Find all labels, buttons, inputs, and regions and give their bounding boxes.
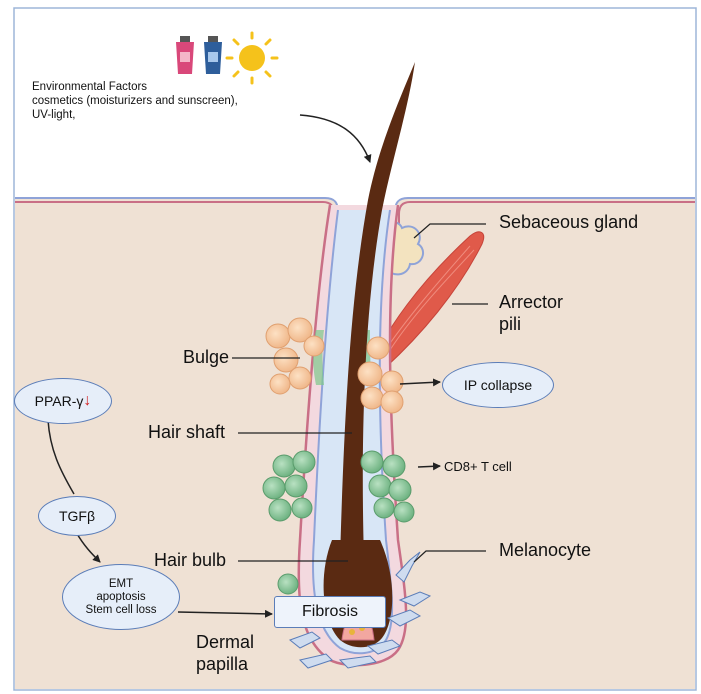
papilla-cell (349, 629, 355, 635)
tgf-beta-oval: TGFβ (38, 496, 116, 536)
bulge-label: Bulge (183, 347, 229, 369)
ip-collapse-label: IP collapse (464, 377, 532, 393)
ip-collapse-oval: IP collapse (442, 362, 554, 408)
sebaceous-gland-label: Sebaceous gland (499, 212, 638, 234)
emt-line1: EMT (109, 578, 133, 590)
ppar-gamma-oval: PPAR-γ↓ (14, 378, 112, 424)
emt-oval: EMT apoptosis Stem cell loss (62, 564, 180, 630)
decrease-arrow-icon: ↓ (83, 392, 91, 410)
fibrosis-label: Fibrosis (302, 603, 358, 621)
environmental-factors-text: Environmental Factors cosmetics (moistur… (32, 80, 238, 122)
dermal-label: Dermal (196, 632, 254, 654)
cd8-t-cell-label: CD8+ T cell (444, 459, 512, 475)
fibrosis-box: Fibrosis (274, 596, 386, 628)
arrector-label: Arrector (499, 292, 563, 314)
tgf-beta-label: TGFβ (59, 508, 95, 524)
env-title: Environmental Factors (32, 80, 238, 94)
pili-label: pili (499, 314, 521, 336)
hair-shaft-label: Hair shaft (148, 422, 225, 444)
emt-text: EMT apoptosis Stem cell loss (86, 578, 157, 617)
papilla-label: papilla (196, 654, 248, 676)
cd8-arrow (418, 466, 440, 467)
env-line2: cosmetics (moisturizers and sunscreen), (32, 94, 238, 108)
emt-line2: apoptosis (96, 591, 145, 603)
ppar-gamma-label: PPAR-γ (35, 393, 84, 409)
melanocyte-label: Melanocyte (499, 540, 591, 562)
emt-line3: Stem cell loss (86, 604, 157, 616)
env-line3: UV-light, (32, 108, 238, 122)
hair-bulb-label: Hair bulb (154, 550, 226, 572)
